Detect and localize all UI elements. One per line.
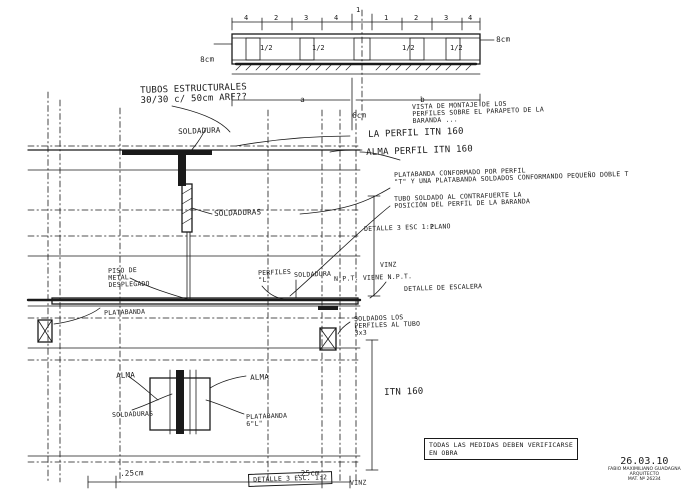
label-soldaduras-mid: SOLDADURAS bbox=[213, 207, 262, 218]
label-itn160: ITN 160 bbox=[384, 386, 424, 398]
label-soldadura-top: SOLDADURA bbox=[177, 125, 221, 136]
dim-8cm-right: 8cm bbox=[495, 34, 511, 44]
label-platabanda-l: PLATABANDA 6"L" bbox=[245, 411, 288, 428]
top-dim-3: 3 bbox=[304, 14, 309, 22]
leader-lines bbox=[53, 105, 401, 415]
label-piso-metal: PISO DE METAL DESPLEGADO bbox=[107, 265, 150, 289]
elevation-grid bbox=[26, 91, 381, 489]
top-dim-7: 2 bbox=[414, 14, 419, 22]
label-soldadura-mid: SOLDADURA bbox=[293, 269, 332, 279]
signature-block: 26.03.10 FABIO MAXIMILIANO GUADAGNA ARQU… bbox=[608, 456, 681, 482]
top-dim-2: 2 bbox=[274, 14, 279, 22]
top-fraction-4: 1/2 bbox=[450, 44, 463, 52]
dim-8cm-left: 8cm bbox=[199, 54, 215, 64]
top-fraction-1: 1/2 bbox=[260, 44, 273, 52]
top-plan-view bbox=[213, 9, 495, 131]
label-alma-2: ALMA bbox=[249, 372, 270, 382]
dim-b: b bbox=[419, 94, 425, 104]
label-tubos: TUBOS ESTRUCTURALES 30/30 c/ 50cm ARF?? bbox=[140, 82, 248, 106]
top-dim-4: 4 bbox=[334, 14, 339, 22]
top-dim-6: 1 bbox=[384, 14, 389, 22]
signature-line-3: MAT. Nº 26234 bbox=[627, 477, 661, 482]
dim-25cm-left: .25cm bbox=[119, 468, 144, 478]
top-fraction-3: 1/2 bbox=[402, 44, 415, 52]
top-dim-1: 4 bbox=[244, 14, 249, 22]
label-vinz: VINZ bbox=[379, 260, 397, 269]
top-dim-8: 3 bbox=[444, 14, 449, 22]
signature-line-1: FABIO MAXIMILIANO GUADAGNA bbox=[608, 467, 681, 472]
label-soldaduras-low: SOLDADURAS bbox=[111, 409, 154, 419]
top-fraction-2: 1/2 bbox=[312, 44, 325, 52]
label-perfiles-l: PERFILES "L" bbox=[257, 267, 292, 284]
label-alma: ALMA bbox=[115, 370, 136, 380]
dim-6cm: 6cm bbox=[351, 110, 367, 120]
top-dim-9: 4 bbox=[468, 14, 473, 22]
label-vinz-2: VINZ bbox=[349, 478, 367, 487]
label-platabanda-left: PLATABANDA bbox=[103, 307, 146, 317]
signature-line-2: ARQUITECTO bbox=[629, 472, 660, 477]
date-label: 26.03.10 bbox=[620, 456, 669, 467]
label-soldado-tubo: SOLDADOS LOS PERFILES AL TUBO 3x3 bbox=[353, 313, 421, 337]
verification-note-box: TODAS LAS MEDIDAS DEBEN VERIFICARSE EN O… bbox=[424, 438, 578, 460]
dim-a: a bbox=[299, 94, 305, 104]
top-dim-5: 1 bbox=[356, 6, 361, 14]
